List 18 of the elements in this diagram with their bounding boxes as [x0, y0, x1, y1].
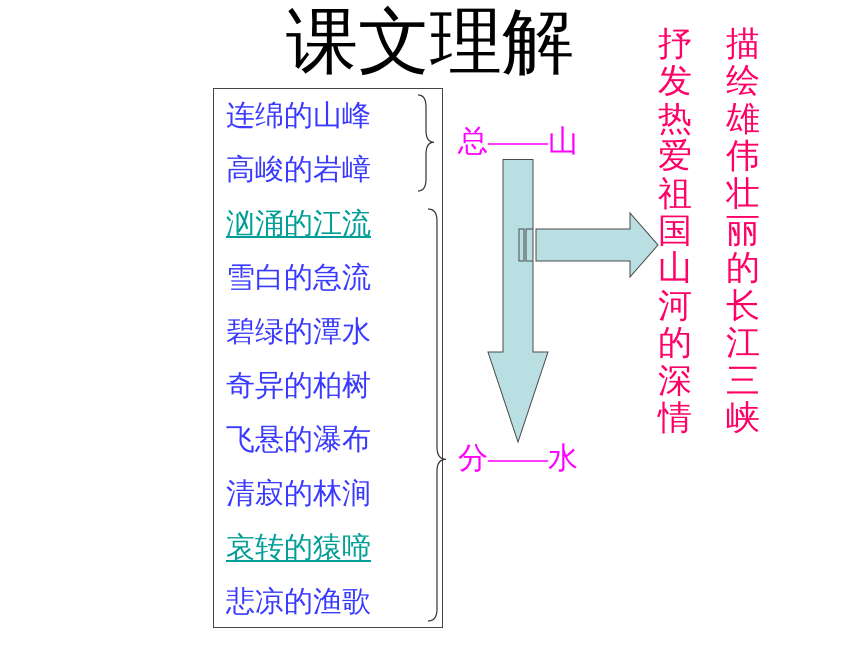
phrase-text: 哀转的猿啼: [226, 531, 371, 565]
vertical-text: 抒发热爱祖国山河的深情: [658, 26, 692, 438]
list-box: [213, 88, 443, 628]
phrase-text: 悲凉的渔歌: [226, 585, 371, 619]
phrase-text: 飞悬的瀑布: [226, 423, 371, 457]
phrase-text: 碧绿的潭水: [226, 315, 371, 349]
block-arrow: [518, 212, 659, 278]
title: 课文理解: [286, 6, 574, 78]
phrase-text: 清寂的林涧: [226, 477, 371, 511]
phrase-text: 汹涌的江流: [226, 207, 371, 241]
phrase-text: 奇异的柏树: [226, 369, 371, 403]
text-label: 总——山: [458, 125, 578, 160]
phrase-text: 雪白的急流: [226, 261, 371, 295]
block-arrow: [487, 159, 549, 444]
text-label: 分——水: [458, 442, 578, 476]
phrase-text: 高峻的岩嶂: [226, 153, 371, 187]
phrase-text: 连绵的山峰: [226, 99, 371, 133]
vertical-text: 描绘雄伟壮丽的长江三峡: [726, 26, 760, 438]
